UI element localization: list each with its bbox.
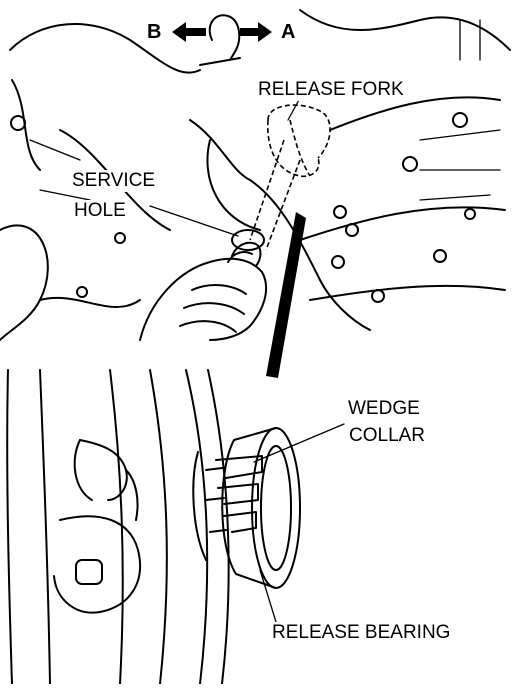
service-hole-label-line1: SERVICE <box>70 170 158 192</box>
flywheel-housing <box>6 369 230 685</box>
release-fork-hidden-outline <box>249 104 331 251</box>
direction-b-label: B <box>147 21 162 43</box>
service-hole <box>231 229 265 251</box>
release-bearing-leader <box>259 569 277 623</box>
hand-with-tool <box>139 241 268 341</box>
wedge-collar-label-line1: WEDGE <box>346 398 422 420</box>
wedge-collar-label-line2: COLLAR <box>347 425 428 447</box>
detail-pointer <box>266 212 306 378</box>
release-fork-label: RELEASE FORK <box>256 79 406 101</box>
arrow-b-icon <box>172 22 206 42</box>
wedge-collar-leader <box>253 423 345 463</box>
release-bearing-label: RELEASE BEARING <box>270 622 453 644</box>
release-bearing-assembly <box>192 427 301 589</box>
service-hole-leader <box>149 205 239 237</box>
service-hole-label-line2: HOLE <box>72 200 128 222</box>
release-fork-lever <box>199 14 241 66</box>
bolt-holes <box>10 112 476 303</box>
release-fork-leader <box>287 97 301 121</box>
direction-a-label: A <box>281 21 296 43</box>
arrow-a-icon <box>240 22 272 42</box>
